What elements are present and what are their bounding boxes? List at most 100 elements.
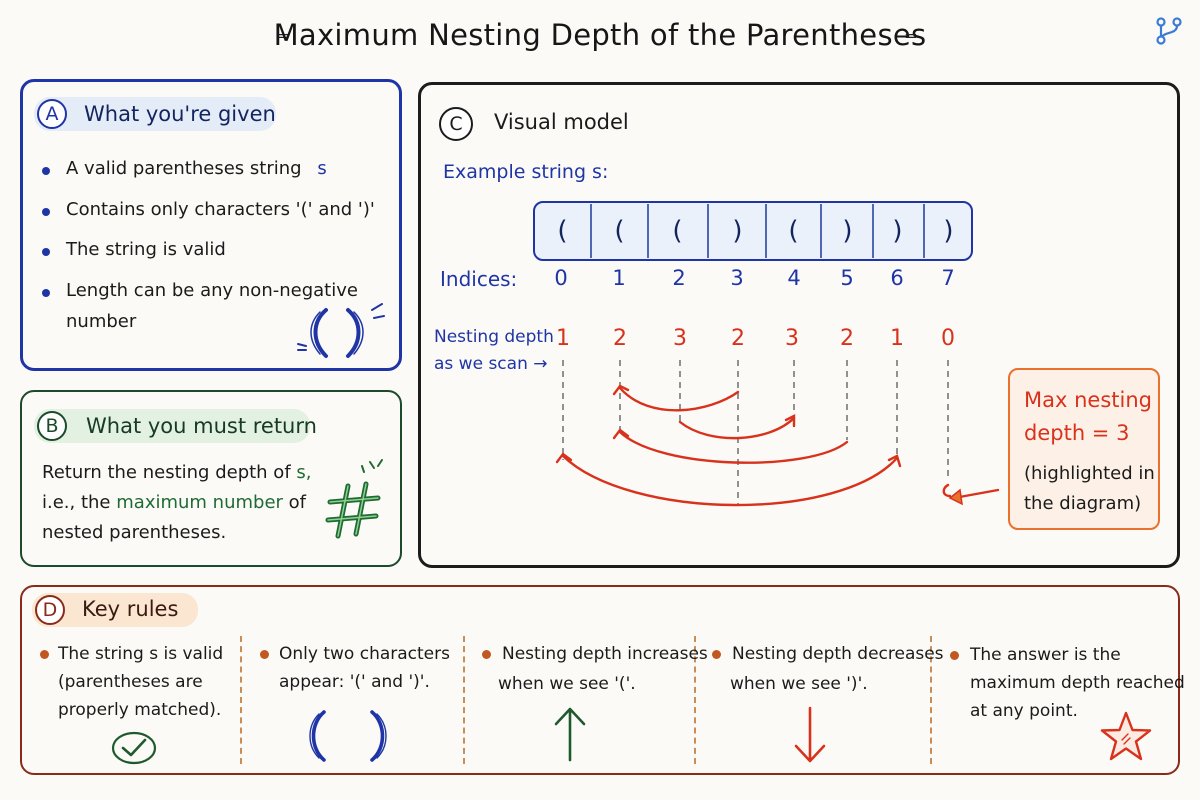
return-line-1: Return the nesting depth of s, [42, 462, 312, 483]
max-callout-line3: (highlighted in [1024, 463, 1155, 484]
return-line-3: nested parentheses. [42, 522, 227, 543]
highlight-maximum-number: maximum number [116, 492, 283, 513]
panel-a-badge: A [37, 99, 67, 129]
char-cell: ) [732, 216, 743, 246]
depth-value: 0 [941, 326, 955, 351]
cell-divider [820, 204, 822, 258]
max-callout-line4: the diagram) [1024, 493, 1142, 514]
rule-1-line3: properly matched). [58, 700, 222, 720]
page-title: Maximum Nesting Depth of the Parentheses [273, 18, 927, 52]
rule-5-line1: The answer is the [970, 645, 1121, 665]
index-label: 3 [730, 266, 744, 290]
given-item-2: Contains only characters '(' and ')' [66, 199, 375, 220]
index-label: 7 [941, 266, 955, 290]
rule-2-line2: appear: '(' and ')'. [279, 672, 430, 692]
depth-label-line2: as we scan → [434, 354, 548, 374]
rule-5-line3: at any point. [970, 701, 1078, 721]
return-line-2: i.e., the maximum number of [42, 492, 307, 513]
rule-3-line1: Nesting depth increases [502, 644, 708, 664]
index-label: 2 [672, 266, 686, 290]
index-label: 6 [890, 266, 904, 290]
rule-1-line2: (parentheses are [58, 672, 203, 692]
char-cell: ( [614, 216, 625, 246]
panel-d-heading: Key rules [82, 597, 179, 621]
panel-return [20, 390, 402, 567]
max-callout-line2: depth = 3 [1024, 421, 1130, 445]
rule-bullet [40, 650, 49, 659]
depth-value: 3 [785, 326, 799, 351]
check-icon [111, 731, 157, 765]
bullet-dot [42, 248, 50, 256]
parentheses-icon [309, 710, 387, 762]
char-cell: ) [892, 216, 903, 246]
rule-separator [463, 636, 465, 764]
code-s: s [317, 158, 327, 179]
rule-4-line1: Nesting depth decreases [732, 644, 944, 664]
bullet-dot [42, 289, 50, 297]
depth-value: 2 [613, 326, 627, 351]
hash-icon [325, 459, 383, 539]
rule-5-line2: maximum depth reached [970, 673, 1185, 693]
given-item-4-line2: number [66, 311, 137, 332]
given-item-1: A valid parentheses string s [66, 158, 327, 179]
rule-bullet [260, 650, 269, 659]
cell-divider [590, 204, 592, 258]
cell-divider [765, 204, 767, 258]
char-cell: ) [842, 216, 853, 246]
panel-c-badge: C [439, 107, 473, 141]
index-label: 0 [554, 266, 568, 290]
given-item-3: The string is valid [66, 239, 226, 260]
index-label: 1 [612, 266, 626, 290]
char-cell: ) [943, 216, 954, 246]
char-cell: ( [557, 216, 568, 246]
panel-a-heading-pill [34, 97, 276, 131]
index-label: 5 [840, 266, 854, 290]
cell-divider [872, 204, 874, 258]
bullet-dot [42, 167, 50, 175]
panel-a-heading: What you're given [84, 102, 276, 126]
panel-c-heading: Visual model [494, 110, 629, 134]
example-string-label: Example string s: [443, 161, 609, 183]
depth-value: 1 [890, 326, 904, 351]
rule-bullet [950, 651, 959, 660]
pointer-arrow [948, 488, 1000, 506]
rule-4-line2: when we see ')'. [730, 674, 868, 694]
cell-divider [923, 204, 925, 258]
char-cell: ( [672, 216, 683, 246]
depth-label-line1: Nesting depth [434, 327, 554, 347]
depth-value: 1 [556, 326, 570, 351]
rule-1-line1: The string s is valid [58, 644, 224, 664]
depth-value: 3 [673, 326, 687, 351]
arrow-down-icon [794, 706, 826, 763]
panel-b-heading-pill [34, 409, 310, 443]
title-decoration-left: ⁼ [276, 26, 290, 56]
panel-key-rules [20, 585, 1180, 775]
matching-arcs-diagram [555, 360, 952, 507]
given-item-4-line1: Length can be any non-negative [66, 280, 358, 301]
rule-3-line2: when we see '('. [498, 674, 636, 694]
string-cells [533, 201, 973, 261]
rule-2-line1: Only two characters [279, 644, 450, 664]
panel-visual-model [418, 82, 1180, 568]
rule-separator [694, 636, 696, 764]
branch-icon[interactable] [1152, 14, 1186, 48]
panel-b-heading: What you must return [86, 414, 317, 438]
max-depth-callout [1008, 368, 1160, 530]
max-callout-line1: Max nesting [1024, 388, 1152, 412]
index-label: 4 [787, 266, 801, 290]
indices-label: Indices: [440, 267, 518, 291]
bullet-dot [42, 208, 50, 216]
star-icon [1100, 711, 1152, 761]
char-cell: ( [788, 216, 799, 246]
rule-bullet [712, 650, 721, 659]
cell-divider [647, 204, 649, 258]
depth-value: 2 [731, 326, 745, 351]
rule-bullet [482, 650, 491, 659]
title-decoration-right: ⁼ [904, 26, 918, 56]
cell-divider [707, 204, 709, 258]
depth-value: 2 [840, 326, 854, 351]
rule-separator [930, 636, 932, 764]
panel-b-badge: B [37, 411, 67, 441]
arrow-up-icon [554, 707, 586, 762]
rule-separator [240, 636, 242, 764]
